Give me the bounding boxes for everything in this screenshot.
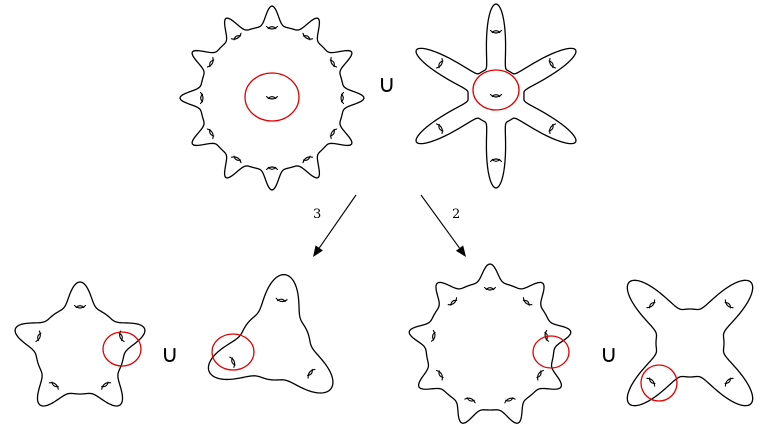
arrow-head <box>313 245 323 257</box>
union-symbol-bottom-left: ∪ <box>161 340 179 368</box>
handle-genus <box>36 331 42 342</box>
handle-genus <box>329 57 337 68</box>
handle-genus <box>491 95 502 98</box>
union-symbol-bottom-right: ∪ <box>600 340 618 368</box>
surface-outline <box>15 282 145 406</box>
surface-top-left <box>180 6 364 190</box>
handle-genus <box>201 93 204 104</box>
handle-genus <box>306 368 315 378</box>
handle-genus <box>207 57 215 68</box>
handle-genus <box>231 33 242 41</box>
handle-genus <box>437 123 445 134</box>
surface-outline <box>208 275 333 393</box>
handle-genus <box>207 128 215 139</box>
handle-genus <box>267 97 278 100</box>
surface-outline <box>416 4 576 188</box>
handle-genus <box>491 31 502 34</box>
handle-genus <box>522 298 532 307</box>
surface-bottom-right-a <box>409 264 571 423</box>
handle-genus <box>231 155 242 163</box>
arrow-shaft <box>319 195 356 248</box>
surface-outline <box>180 6 364 190</box>
handle-genus <box>100 381 110 389</box>
handle-genus <box>548 123 556 134</box>
handle-genus <box>724 300 734 310</box>
handle-genus <box>647 300 657 310</box>
handle-genus <box>504 397 515 403</box>
surface-bottom-left-a <box>15 282 145 406</box>
handle-genus <box>724 377 734 387</box>
handle-genus <box>75 306 86 309</box>
arrow-label-right: 2 <box>452 207 460 222</box>
red-cutting-curve <box>473 70 519 110</box>
union-symbol-top: ∪ <box>378 70 396 98</box>
handle-genus <box>548 58 556 69</box>
handle-genus <box>437 58 445 69</box>
handle-genus <box>465 397 476 403</box>
handle-genus <box>329 128 337 139</box>
handle-genus <box>276 298 287 302</box>
handle-genus <box>491 159 502 162</box>
surface-bottom-left-b <box>208 275 333 393</box>
handle-genus <box>267 27 278 30</box>
handle-genus <box>267 167 278 170</box>
handle-genus <box>341 93 344 104</box>
handle-genus <box>230 356 236 367</box>
handle-genus <box>302 155 313 163</box>
red-cutting-curve <box>533 336 569 368</box>
handle-genus <box>448 298 458 307</box>
surface-bottom-right-b <box>627 280 752 405</box>
handle-genus <box>302 33 313 41</box>
surface-outline <box>627 280 752 405</box>
handle-genus <box>431 330 435 341</box>
handle-genus <box>485 288 496 291</box>
arrow-label-left: 3 <box>313 207 321 222</box>
handle-genus <box>647 377 657 387</box>
arrow-to-right-pair <box>421 195 466 257</box>
handle-genus <box>49 381 59 389</box>
surface-top-right <box>416 4 576 188</box>
handle-genus <box>437 369 445 380</box>
arrow-to-left-pair <box>313 195 356 257</box>
arrow-head <box>456 245 466 257</box>
handle-genus <box>536 369 544 380</box>
